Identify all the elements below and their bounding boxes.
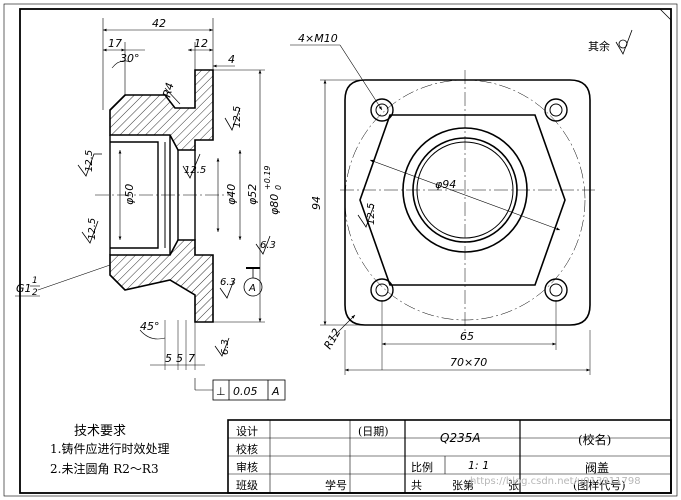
- tech-req-item-2: 2.未注圆角 R2～R3: [50, 462, 159, 476]
- side-roughness: 12.5: [366, 203, 377, 225]
- rest-roughness-label: 其余: [588, 39, 610, 53]
- tb-review: 审核: [236, 461, 258, 474]
- dim-fillet: R4: [160, 81, 176, 99]
- dim-dia-80-lower: 0: [274, 185, 283, 190]
- section-hatch-lower: [109, 239, 214, 323]
- dim-dia-80: φ80: [268, 194, 281, 215]
- dim-flange-offset: 17: [108, 37, 122, 50]
- thread-frac-den: 2: [32, 288, 38, 298]
- dim-dia-52: φ52: [246, 184, 259, 205]
- tolerance-value: 0.05: [233, 385, 258, 398]
- corner-tick: [659, 8, 672, 21]
- dim-boss-width: 4: [228, 53, 235, 66]
- tolerance-symbol: ⊥: [216, 385, 226, 398]
- side-view: [290, 29, 633, 375]
- tb-sheet-suffix: 张: [508, 479, 519, 492]
- tb-student-no: 学号: [325, 479, 347, 492]
- tb-check: 校核: [236, 443, 258, 456]
- roughness-left-top: 12.5: [84, 150, 95, 172]
- datum-letter: A: [248, 283, 256, 294]
- tolerance-frame-labels: ⊥ 0.05 A: [216, 385, 280, 398]
- tb-sheets-total: 共: [411, 479, 422, 492]
- front-roughness-labels: 12.5 12.5 12.5 12.5 6.3 6.3 6.3 A: [84, 106, 276, 355]
- hex-outline: [359, 114, 566, 286]
- dim-step-1: 5: [165, 352, 172, 365]
- thread-label: G1: [16, 282, 32, 295]
- outer-border: [3, 3, 678, 497]
- roughness-face-b: 6.3: [220, 277, 236, 288]
- side-bolt-circle: φ94: [435, 178, 456, 191]
- bolt-holes: [370, 98, 568, 302]
- tb-material: Q235A: [440, 431, 481, 445]
- tb-sheet-label: 张第: [452, 479, 474, 492]
- side-bolt-spacing: 65: [460, 330, 474, 343]
- tech-req-item-1: 1.铸件应进行时效处理: [50, 442, 170, 456]
- dim-step-3: 7: [188, 352, 195, 365]
- dim-bevel-angle: 45°: [140, 320, 160, 333]
- tb-date: (日期): [358, 425, 389, 438]
- thread-frac-num: 1: [32, 276, 38, 286]
- front-dim-labels: 42 17 12 4 30° R4 5 5 7 45° φ50 φ40 φ52 …: [16, 17, 283, 365]
- side-thread-note: 4×M10: [298, 32, 338, 45]
- front-view: [15, 18, 286, 401]
- roughness-bore: 12.5: [184, 165, 206, 176]
- dim-bore-dia: φ50: [123, 184, 136, 205]
- tb-part-name: 阀盖: [585, 461, 610, 475]
- section-hatch-upper: [109, 69, 214, 151]
- tb-class: 班级: [236, 479, 258, 492]
- tb-scale-value: 1: 1: [468, 459, 490, 472]
- dim-step-2: 5: [176, 352, 183, 365]
- side-height: 94: [310, 196, 323, 210]
- tb-scale-label: 比例: [411, 461, 433, 474]
- tb-design: 设计: [236, 425, 258, 438]
- dim-flange-thickness: 12: [194, 37, 208, 50]
- flange-outline: [344, 79, 591, 326]
- side-outline: 70×70: [450, 356, 487, 369]
- dim-chamfer-angle: 30°: [120, 52, 140, 65]
- tb-school: (校名): [578, 433, 612, 447]
- roughness-bottom: 6.3: [220, 339, 231, 355]
- roughness-face-a: 6.3: [260, 240, 276, 251]
- tech-req-title: 技术要求: [74, 424, 127, 439]
- tb-drawing-no: (图样代号): [573, 479, 626, 492]
- dim-dia-40: φ40: [225, 184, 238, 205]
- title-block: [227, 419, 672, 494]
- dim-dia-80-upper: +0.19: [263, 165, 272, 190]
- dim-overall-length: 42: [152, 17, 166, 30]
- roughness-boss-right: 12.5: [232, 106, 243, 128]
- watermark: https://blog.csdn.net/u013911798: [470, 476, 641, 487]
- tolerance-datum: A: [271, 385, 280, 398]
- roughness-left-bottom: 12.5: [87, 218, 98, 240]
